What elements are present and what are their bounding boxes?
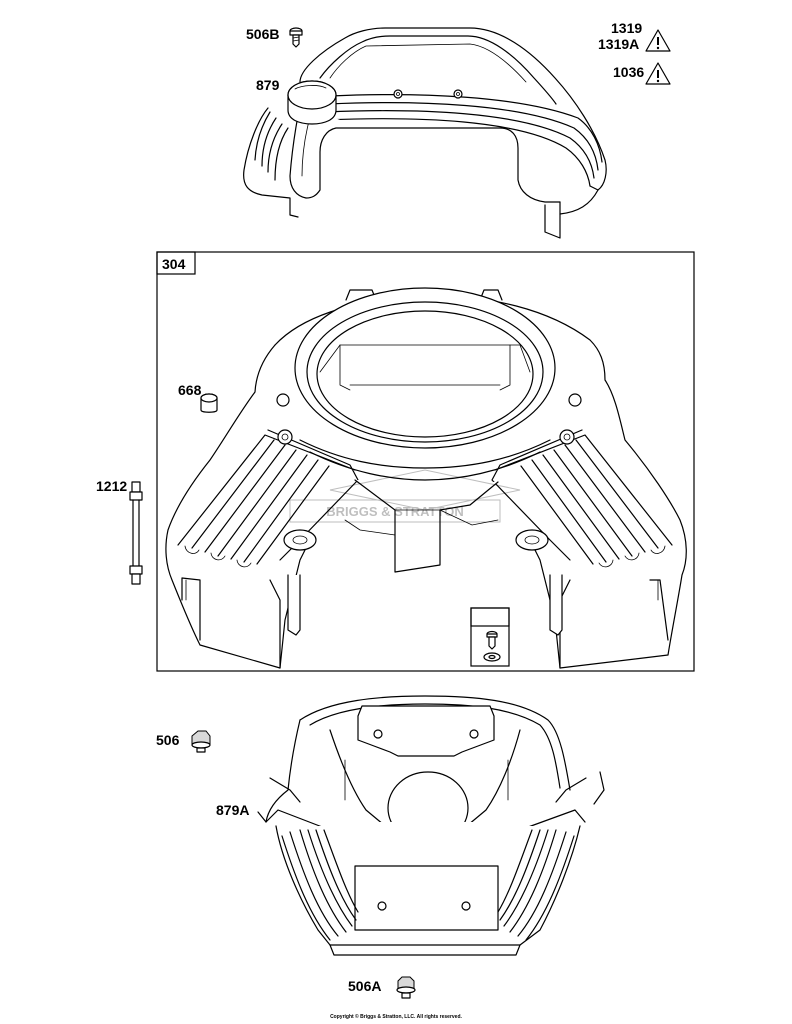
assembly-frame-tag bbox=[156, 251, 196, 275]
screw-icon bbox=[289, 27, 303, 48]
part-label-668: 668 bbox=[178, 382, 202, 398]
warning-triangle-icon bbox=[645, 29, 671, 52]
part-label-506: 506 bbox=[156, 732, 180, 748]
watermark-text: BRIGGS & STRATTON bbox=[326, 504, 463, 519]
part-label-879A: 879A bbox=[216, 802, 250, 818]
watermark-logo: BRIGGS & STRATTON bbox=[289, 469, 521, 523]
assembly-frame-304 bbox=[156, 251, 695, 672]
part-label-506B: 506B bbox=[246, 26, 280, 42]
part-label-1319A: 1319A bbox=[598, 36, 640, 52]
part-label-1036: 1036 bbox=[613, 64, 645, 80]
part-label-1319: 1319 bbox=[611, 20, 643, 36]
screw-icon bbox=[486, 630, 498, 650]
stud-bolt-icon bbox=[129, 481, 143, 585]
upper-blower-housing-cover bbox=[243, 27, 607, 239]
lower-blower-housing-cover bbox=[257, 695, 605, 956]
bolt-icon bbox=[396, 976, 416, 999]
part-label-1212: 1212 bbox=[96, 478, 128, 494]
part-label-506A: 506A bbox=[348, 978, 382, 994]
copyright-notice: Copyright © Briggs & Stratton, LLC. All … bbox=[330, 1014, 462, 1020]
bushing-icon bbox=[200, 393, 218, 413]
bolt-icon bbox=[191, 730, 211, 753]
part-label-304: 304 bbox=[162, 256, 186, 272]
blower-housing: BRIGGS & STRATTON bbox=[165, 287, 687, 669]
washer-icon bbox=[483, 652, 501, 662]
part-label-879: 879 bbox=[256, 77, 280, 93]
fastener-inset-1059 bbox=[470, 607, 510, 667]
warning-triangle-icon bbox=[645, 62, 671, 85]
